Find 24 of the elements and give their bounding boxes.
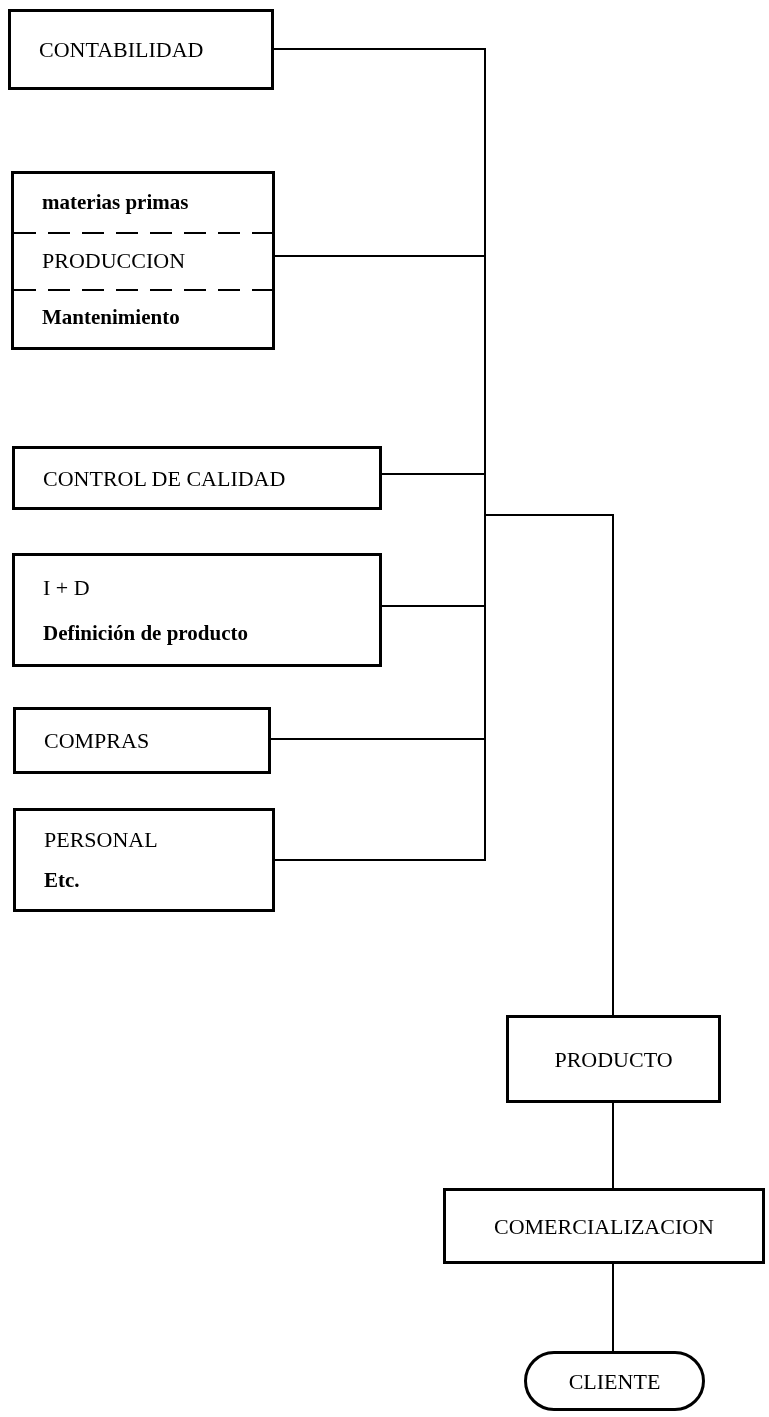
department-label: CONTABILIDAD [39, 36, 204, 64]
department-label: COMPRAS [44, 727, 150, 755]
department-label: PRODUCCION [42, 247, 186, 275]
department-box [13, 707, 271, 774]
department-label: CLIENTE [568, 1367, 661, 1396]
department-box [11, 171, 275, 350]
department-box [13, 808, 275, 912]
department-label: Definición de producto [43, 619, 249, 647]
terminal-node [524, 1351, 705, 1411]
department-box [12, 553, 382, 667]
department-label: I + D [43, 573, 91, 602]
department-label: PRODUCTO [554, 1045, 673, 1074]
connector-line [612, 1263, 614, 1352]
department-label: Mantenimiento [42, 304, 180, 332]
department-label: COMERCIALIZACION [494, 1212, 714, 1241]
department-box [506, 1015, 721, 1103]
connector-line [612, 1102, 614, 1189]
department-label: materias primas [42, 189, 189, 217]
department-label: CONTROL DE CALIDAD [43, 464, 286, 493]
department-box [443, 1188, 765, 1264]
department-label: Etc. [44, 867, 81, 895]
department-box [12, 446, 382, 510]
department-label: PERSONAL [44, 826, 159, 855]
department-box [8, 9, 274, 90]
